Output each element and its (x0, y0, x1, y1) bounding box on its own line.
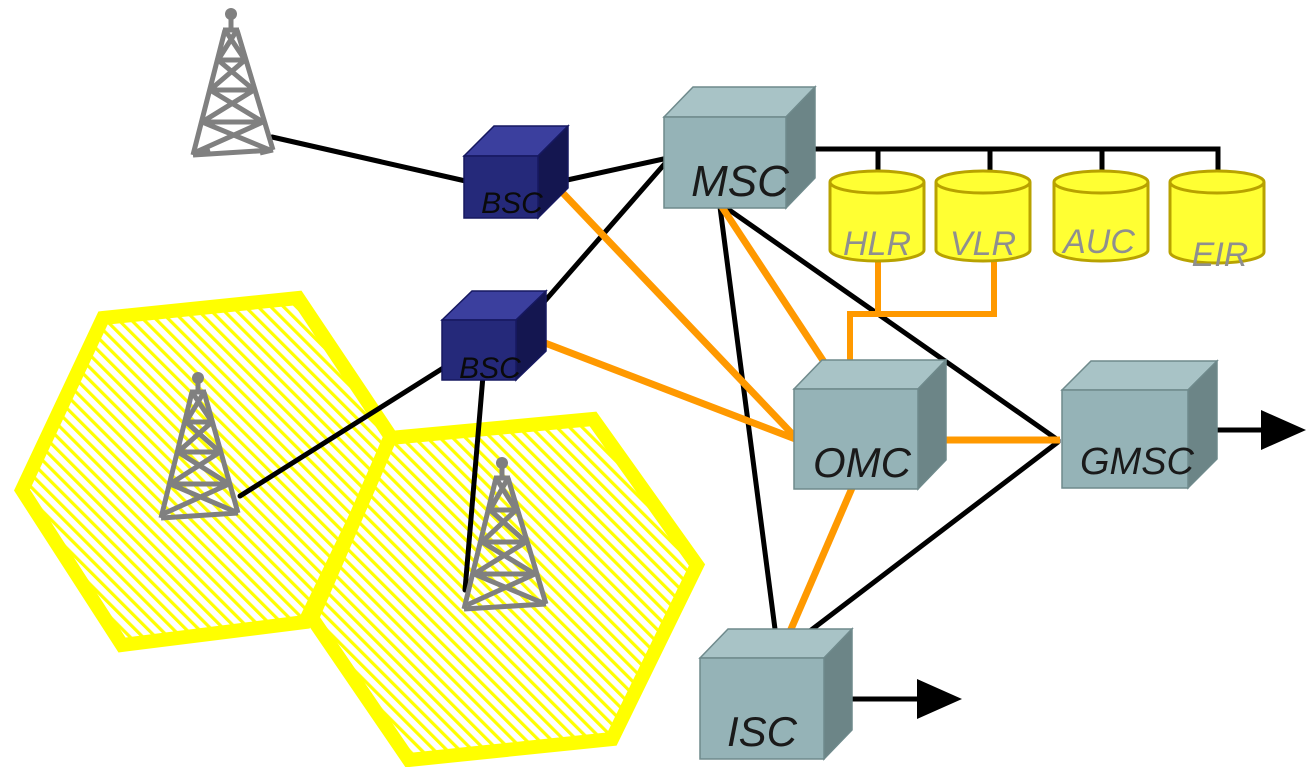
link-msc-gmsc (722, 204, 1061, 443)
database-cylinder-icon: VLR (934, 169, 1032, 263)
signal-links (237, 134, 1221, 655)
link-bsc-msc (555, 155, 671, 185)
gmsc-node: GMSC (1060, 359, 1219, 490)
cell-tower-icon (158, 372, 241, 521)
database-cylinder-icon: HLR (828, 169, 926, 263)
link-bsc2-msc (527, 157, 671, 321)
omc-node: OMC (792, 358, 948, 491)
gmsc-label: GMSC (1080, 441, 1195, 483)
msc-node: MSC (662, 85, 817, 210)
omc-label: OMC (813, 439, 912, 486)
oam-links (543, 187, 1060, 652)
bsc-top-label: BSC (481, 187, 543, 220)
db-label-hlr: HLR (843, 225, 911, 263)
oam-msc-omc (719, 205, 831, 370)
link-isc-gmsc (782, 439, 1061, 653)
oam-bsc-omc (557, 187, 801, 443)
database-cylinder-icon: EIR (1168, 169, 1266, 274)
link-bsc2-tower3 (462, 349, 488, 593)
bsc-node-bottom: BSC (440, 289, 548, 385)
link-tower1-bsc (269, 134, 473, 185)
oam-bsc2-omc (543, 339, 800, 444)
db-label-eir: EIR (1192, 236, 1249, 274)
msc-label: MSC (691, 157, 790, 206)
isc-label: ISC (727, 708, 798, 755)
database-cylinder-icon: AUC (1052, 169, 1150, 263)
link-msc-isc (717, 204, 781, 655)
bsc-bottom-label: BSC (459, 352, 521, 385)
link-bsc2-tower2 (237, 362, 451, 499)
bsc-node-top: BSC (462, 124, 570, 220)
oam-db-omc (847, 260, 997, 362)
db-label-auc: AUC (1061, 223, 1135, 261)
oam-omc-isc (778, 486, 856, 652)
cell-tower-icon (190, 8, 276, 158)
db-label-vlr: VLR (950, 225, 1016, 263)
isc-node: ISC (698, 627, 854, 761)
cell-tower-icon (461, 457, 549, 612)
